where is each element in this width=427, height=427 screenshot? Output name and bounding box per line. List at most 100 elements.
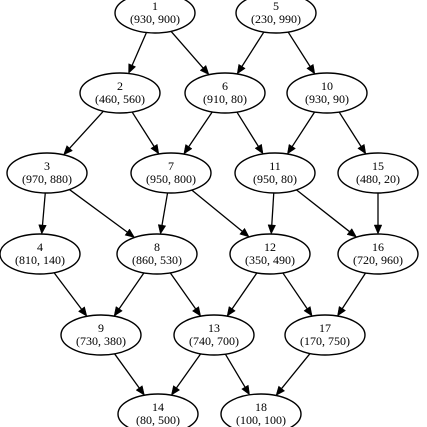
arrowhead: [128, 63, 137, 75]
edge-line: [241, 31, 265, 67]
node-coords-label: (480, 20): [356, 172, 400, 186]
arrowhead: [306, 63, 316, 75]
node-4: 4(810, 140): [0, 233, 81, 275]
arrowhead: [236, 63, 246, 75]
edge-line: [224, 353, 246, 388]
edge-15-to-16: [373, 193, 383, 235]
edge-line: [114, 353, 140, 389]
node-17: 17(170, 750): [284, 314, 366, 356]
edge-11-to-12: [267, 192, 276, 235]
edge-line: [188, 111, 213, 147]
edge-line: [296, 189, 350, 233]
node-coords-label: (810, 140): [15, 253, 65, 267]
arrowhead: [303, 306, 313, 317]
node-coords-label: (80, 500): [136, 413, 180, 427]
edge-line: [338, 111, 362, 147]
edge-line: [231, 272, 258, 310]
edge-2-to-7: [131, 111, 160, 155]
edge-line: [118, 272, 145, 310]
edge-2-to-3: [63, 110, 104, 156]
node-id-label: 11: [269, 159, 281, 173]
node-coords-label: (860, 530): [132, 253, 182, 267]
node-id-label: 18: [255, 400, 267, 414]
node-ellipse: [286, 72, 368, 114]
node-8: 8(860, 530): [116, 233, 198, 275]
edge-line: [169, 272, 197, 310]
arrowhead: [191, 306, 202, 317]
node-15: 15(480, 20): [337, 152, 419, 194]
arrowhead: [346, 228, 358, 238]
node-ellipse: [284, 314, 366, 356]
arrowhead: [373, 224, 383, 235]
node-16: 16(720, 960): [337, 233, 419, 275]
edge-16-to-17: [337, 272, 367, 317]
arrowhead: [38, 224, 47, 235]
edge-line: [287, 31, 311, 67]
edge-5-to-10: [287, 31, 316, 75]
node-coords-label: (460, 560): [95, 92, 145, 106]
node-ellipse: [130, 152, 212, 194]
arrowhead: [275, 385, 286, 396]
node-5: 5(230, 990): [235, 0, 317, 34]
arrowhead: [170, 385, 181, 396]
edge-line: [69, 110, 104, 149]
arrowhead: [287, 143, 296, 155]
node-6: 6(910, 80): [184, 72, 266, 114]
edge-5-to-6: [236, 31, 265, 75]
arrowhead: [63, 145, 73, 156]
edge-7-to-12: [191, 189, 250, 238]
arrowhead: [199, 64, 210, 76]
node-13: 13(740, 700): [173, 314, 255, 356]
edge-line: [291, 111, 316, 147]
node-id-label: 4: [37, 240, 43, 254]
arrowhead: [226, 306, 236, 317]
edge-6-to-11: [236, 111, 264, 155]
node-coords-label: (950, 800): [146, 172, 196, 186]
edge-line: [191, 189, 243, 232]
node-9: 9(730, 380): [60, 314, 142, 356]
node-id-label: 9: [98, 321, 104, 335]
node-11: 11(950, 80): [234, 152, 316, 194]
node-id-label: 8: [154, 240, 160, 254]
edge-3-to-8: [69, 189, 136, 238]
edge-13-to-18: [224, 353, 250, 396]
node-id-label: 7: [168, 159, 174, 173]
node-ellipse: [116, 233, 198, 275]
node-id-label: 12: [264, 240, 276, 254]
edge-line: [170, 30, 204, 69]
edge-13-to-14: [170, 353, 202, 396]
edge-line: [53, 272, 83, 310]
arrowhead: [124, 228, 136, 238]
node-3: 3(970, 880): [6, 152, 88, 194]
node-id-label: 17: [319, 321, 331, 335]
edge-12-to-17: [282, 272, 313, 317]
edge-1-to-6: [170, 30, 210, 76]
node-id-label: 10: [321, 79, 333, 93]
edges-layer: [38, 30, 383, 396]
node-coords-label: (170, 750): [300, 334, 350, 348]
edge-line: [176, 353, 202, 389]
edge-9-to-14: [114, 353, 145, 396]
arrowhead: [77, 306, 88, 317]
node-ellipse: [114, 0, 196, 34]
edge-1-to-2: [128, 32, 148, 75]
edge-17-to-18: [275, 353, 311, 396]
node-1: 1(930, 900): [114, 0, 196, 34]
edge-line: [161, 192, 169, 226]
node-coords-label: (230, 990): [251, 12, 301, 26]
node-id-label: 15: [372, 159, 384, 173]
node-14: 14(80, 500): [117, 393, 199, 427]
edge-8-to-13: [169, 272, 202, 317]
edge-3-to-4: [38, 192, 47, 235]
edge-10-to-11: [287, 111, 316, 155]
edge-line: [341, 272, 367, 309]
arrowhead: [157, 224, 167, 235]
node-coords-label: (970, 880): [22, 172, 72, 186]
node-ellipse: [6, 152, 88, 194]
node-ellipse: [235, 0, 317, 34]
node-ellipse: [117, 393, 199, 427]
node-coords-label: (730, 380): [76, 334, 126, 348]
arrowhead: [135, 385, 145, 396]
node-ellipse: [229, 233, 311, 275]
